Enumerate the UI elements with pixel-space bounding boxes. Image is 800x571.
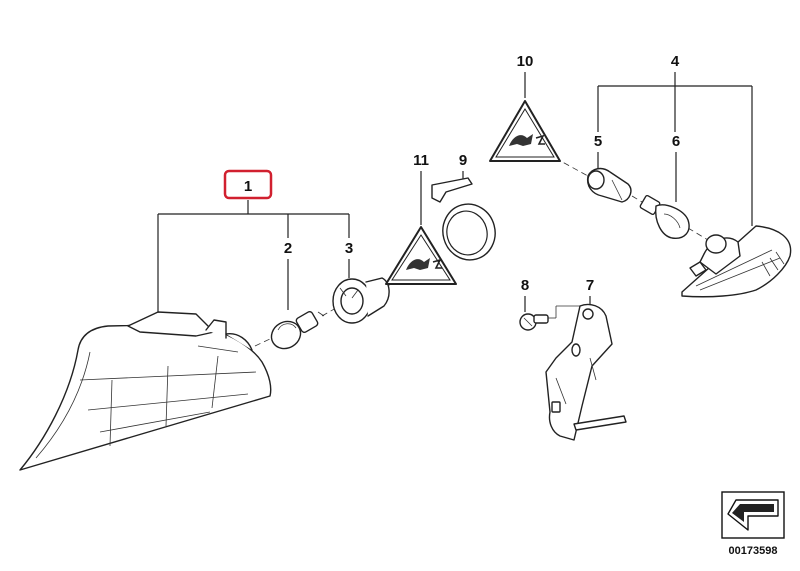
arrow-return-icon[interactable]	[721, 491, 785, 539]
screw-8[interactable]	[519, 313, 549, 331]
callout-11[interactable]: 11	[413, 152, 429, 169]
callout-6[interactable]: 6	[672, 133, 680, 150]
bulb-socket-5[interactable]	[586, 167, 632, 203]
side-marker-light[interactable]	[681, 225, 792, 298]
leader-lines	[157, 72, 753, 347]
callout-5[interactable]: 5	[594, 133, 602, 150]
callout-1[interactable]: 1	[223, 169, 273, 200]
electrical-hazard-icon	[489, 100, 561, 162]
bulb-2[interactable]	[267, 310, 325, 354]
callout-8[interactable]: 8	[521, 277, 529, 294]
turn-signal-lens[interactable]	[19, 311, 272, 471]
bulb-socket-3[interactable]	[332, 277, 390, 324]
callout-4[interactable]: 4	[671, 53, 680, 70]
callout-1-highlight	[223, 169, 273, 200]
reference-number: 00173598	[729, 545, 778, 557]
callout-9[interactable]: 9	[459, 152, 467, 169]
callout-2[interactable]: 2	[284, 240, 292, 257]
callout-3[interactable]: 3	[345, 240, 353, 257]
callout-10[interactable]: 10	[517, 53, 534, 70]
bulb-6[interactable]	[639, 194, 690, 239]
electrical-hazard-icon	[385, 226, 457, 285]
mounting-bracket-7[interactable]	[545, 303, 627, 441]
retaining-clip-9[interactable]	[431, 177, 501, 266]
callout-7[interactable]: 7	[586, 277, 594, 294]
callout-label: 1	[244, 178, 252, 195]
